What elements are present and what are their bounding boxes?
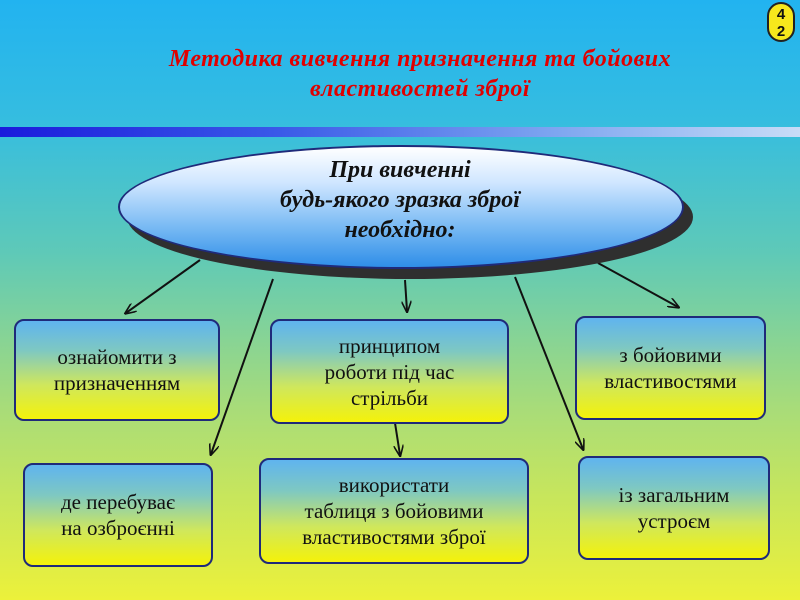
box-combat-properties-text: з бойовими властивостями (604, 343, 737, 393)
box-in-service-text: де перебуває на озброєнні (61, 490, 175, 540)
central-text: При вивченні будь-якого зразка зброї нео… (280, 157, 520, 243)
slide-number-digit-2: 2 (776, 23, 786, 40)
arrow-to-familiarize (126, 259, 201, 313)
central-ellipse (118, 145, 684, 269)
box-use-table-text: використати таблиця з бойовими властивос… (302, 473, 486, 549)
box-general-structure-text: із загальним устроєм (618, 483, 730, 533)
box-principle-text: принципом роботи під час стрільби (324, 333, 455, 410)
central-ellipse-text: При вивченні будь-якого зразка зброї нео… (200, 155, 600, 245)
box-in-service: де перебуває на озброєнні (23, 463, 213, 567)
box-familiarize-text: ознайомити з призначенням (53, 345, 181, 395)
box-general-structure: із загальним устроєм (578, 456, 770, 560)
box-principle: принципом роботи під час стрільби (270, 319, 509, 424)
slide-number-badge: 4 2 (767, 2, 795, 42)
arrow-to-in-service (211, 278, 274, 454)
slide-number-digit-1: 4 (776, 6, 786, 23)
arrow-to-use-table (395, 422, 400, 455)
slide-title: Методика вивчення призначення та бойових… (168, 46, 672, 102)
arrow-to-general-structure (514, 276, 583, 449)
arrow-to-combat-properties (597, 262, 678, 307)
arrow-to-principle (405, 279, 407, 311)
box-familiarize: ознайомити з призначенням (14, 319, 220, 421)
title-divider (0, 127, 800, 137)
box-use-table: використати таблиця з бойовими властивос… (259, 458, 529, 564)
box-combat-properties: з бойовими властивостями (575, 316, 766, 420)
